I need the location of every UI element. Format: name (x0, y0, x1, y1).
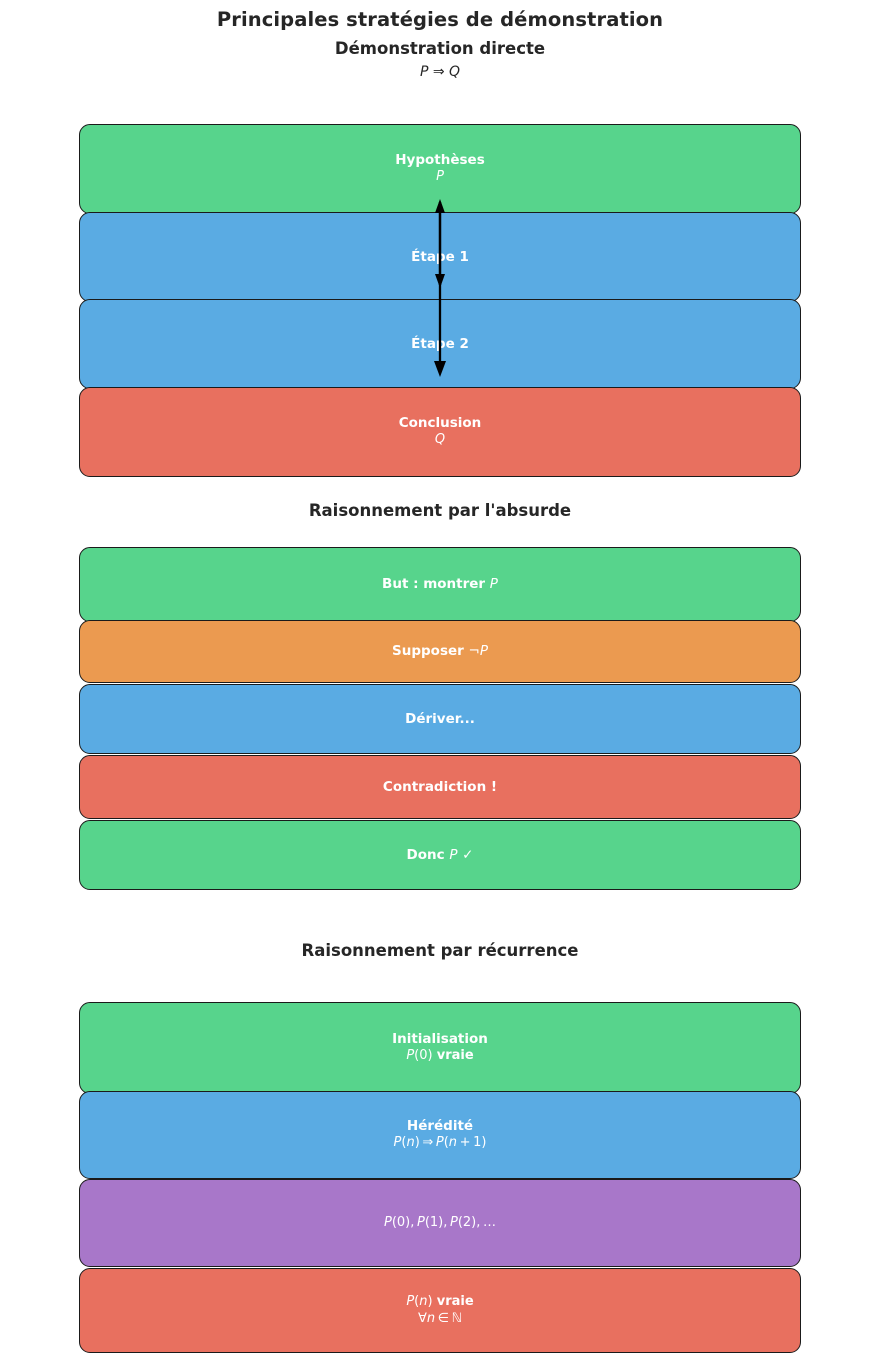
box-etape-1-label: Étape 1 (411, 248, 469, 265)
box-heredite-sub: P(n) ⇒ P(n + 1) (393, 1135, 487, 1151)
box-sequence-p[interactable]: P(0), P(1), P(2), … (79, 1179, 801, 1267)
box-sequence-p-label: P(0), P(1), P(2), … (384, 1214, 496, 1230)
box-hypotheses-label: Hypothèses (395, 152, 485, 169)
box-initialisation-label: Initialisation (392, 1031, 488, 1048)
box-but-montrer-p[interactable]: But : montrer P (79, 547, 801, 622)
box-pn-vraie-label: P(n) vraie (406, 1294, 474, 1310)
section-title-raisonnement-par-l-absurde: Raisonnement par l'absurde (308, 501, 572, 520)
box-initialisation[interactable]: Initialisation P(0) vraie (79, 1002, 801, 1094)
box-deriver[interactable]: Dériver... (79, 684, 801, 754)
box-hypotheses[interactable]: Hypothèses P (79, 124, 801, 214)
box-etape-2[interactable]: Étape 2 (79, 299, 801, 389)
figure-suptitle: Principales stratégies de démonstration (216, 8, 664, 31)
box-conclusion-label: Conclusion (398, 415, 482, 432)
box-heredite-label: Hérédité (406, 1118, 474, 1135)
box-supposer-non-p[interactable]: Supposer ¬P (79, 620, 801, 683)
box-donc-p-label: Donc P ✓ (406, 846, 474, 863)
section-title-raisonnement-par-recurrence: Raisonnement par récurrence (301, 941, 579, 960)
box-pn-vraie[interactable]: P(n) vraie ∀n ∈ ℕ (79, 1268, 801, 1353)
box-but-montrer-p-label: But : montrer P (382, 576, 498, 593)
section-title-demonstration-directe: Démonstration directe (334, 39, 546, 58)
box-initialisation-sub: P(0) vraie (406, 1048, 474, 1064)
box-deriver-label: Dériver... (405, 710, 475, 727)
box-conclusion-sub: Q (434, 432, 446, 448)
box-hypotheses-sub: P (436, 169, 444, 185)
box-contradiction-label: Contradiction ! (382, 778, 498, 795)
box-donc-p[interactable]: Donc P ✓ (79, 820, 801, 890)
box-contradiction[interactable]: Contradiction ! (79, 755, 801, 819)
box-etape-2-label: Étape 2 (411, 335, 469, 352)
section-formula-demonstration-directe: P ⇒ Q (419, 64, 461, 80)
box-supposer-non-p-label: Supposer ¬P (392, 643, 488, 660)
box-heredite[interactable]: Hérédité P(n) ⇒ P(n + 1) (79, 1091, 801, 1179)
box-etape-1[interactable]: Étape 1 (79, 212, 801, 302)
box-pn-vraie-sub: ∀n ∈ ℕ (417, 1310, 463, 1326)
box-conclusion[interactable]: Conclusion Q (79, 387, 801, 477)
